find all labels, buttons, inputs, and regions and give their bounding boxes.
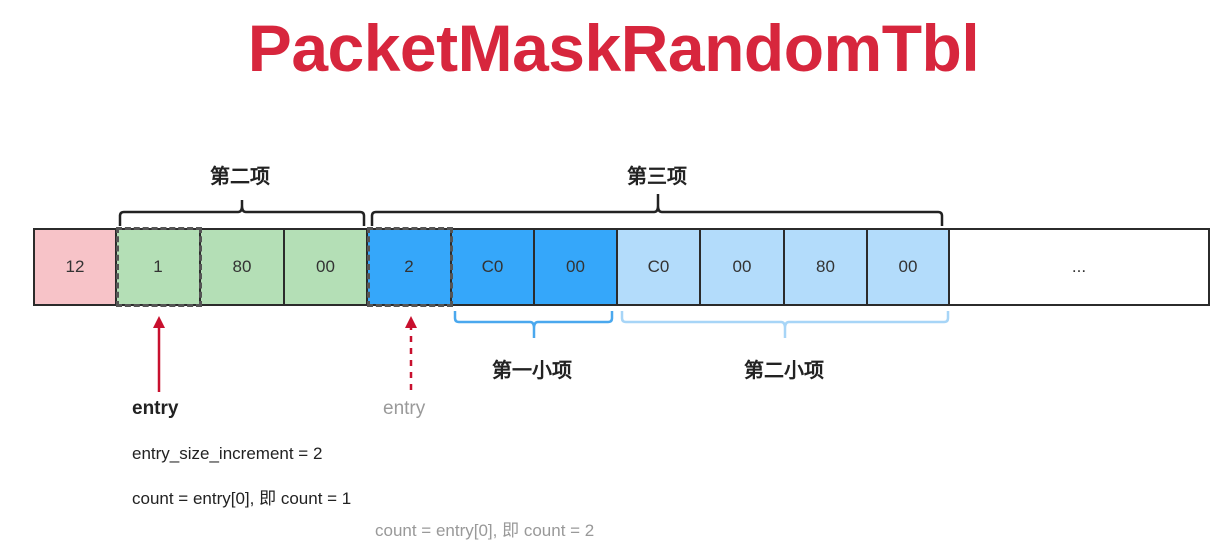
label-item3: 第三项 <box>627 166 687 188</box>
table-cell-10: 00 <box>868 228 950 306</box>
table-cell-0: 12 <box>33 228 117 306</box>
label-item2: 第二项 <box>210 166 270 188</box>
label-entry-dashed: entry <box>383 398 426 419</box>
label-sub1: 第一小项 <box>492 360 572 382</box>
table-cell-4: 2 <box>368 228 452 306</box>
brace-item3 <box>370 194 944 226</box>
table-cell-7: C0 <box>618 228 701 306</box>
table-cell-9: 80 <box>785 228 868 306</box>
brace-sub2 <box>620 311 950 338</box>
label-sub2: 第二小项 <box>744 360 824 382</box>
note-count-1: count = entry[0], 即 count = 1 <box>132 489 352 508</box>
table-cell-8: 00 <box>701 228 785 306</box>
table-cell-11: ... <box>950 228 1210 306</box>
table-cell-2: 80 <box>201 228 285 306</box>
page-title: PacketMaskRandomTbl <box>247 11 980 85</box>
table-cell-5: C0 <box>452 228 535 306</box>
note-increment: entry_size_increment = 2 <box>132 444 323 463</box>
table-cell-3: 00 <box>285 228 368 306</box>
brace-item2 <box>118 200 366 226</box>
brace-sub1 <box>453 311 614 338</box>
note-count-2: count = entry[0], 即 count = 2 <box>375 521 595 540</box>
table-cell-6: 00 <box>535 228 618 306</box>
label-entry-solid: entry <box>132 398 179 419</box>
